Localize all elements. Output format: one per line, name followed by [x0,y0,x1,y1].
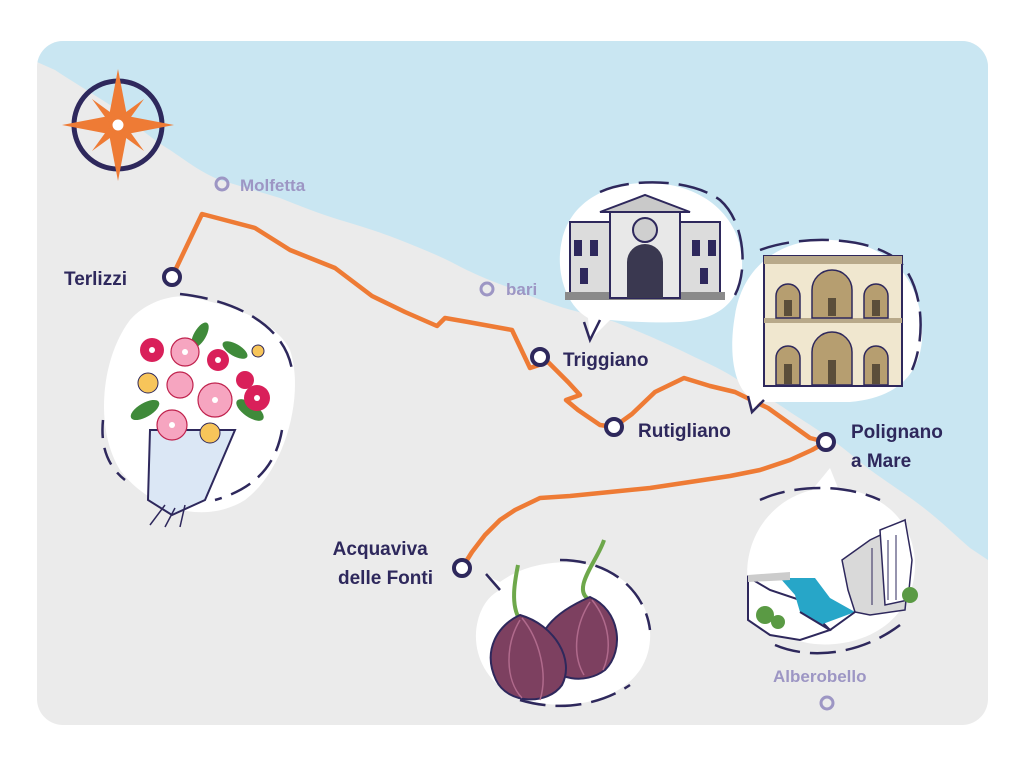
red-onion-icon [475,539,652,708]
flower-bouquet-icon [101,292,295,528]
stop-triggiano[interactable]: Triggiano [530,347,649,371]
stop-acquaviva-delle-fonti[interactable]: Acquaviva delle Fonti [333,539,472,589]
stop-polignano-a-mare[interactable]: Polignano a Mare [816,422,948,472]
place-label: bari [506,280,537,299]
stop-marker [452,558,472,578]
place-bari[interactable]: bari [479,280,537,299]
stop-label: Rutigliano [638,421,731,442]
stop-label-line: Acquaviva [333,539,428,560]
stop-rutigliano[interactable]: Rutigliano [604,417,731,442]
place-marker [214,176,230,192]
place-molfetta[interactable]: Molfetta [214,176,306,195]
stop-marker [816,432,836,452]
stop-label: Acquaviva delle Fonti [333,539,433,589]
coastal-cove-icon [747,468,918,655]
stop-terlizzi[interactable]: Terlizzi [64,267,182,290]
cathedral-icon [559,181,744,344]
compass-rose-icon [62,69,174,181]
stop-label: Polignano a Mare [851,422,948,472]
place-alberobello[interactable]: Alberobello [773,667,867,711]
place-label: Alberobello [773,667,867,686]
palace-facade-icon [732,238,923,415]
route-line [169,211,829,571]
stop-marker [530,347,550,367]
place-label: Molfetta [240,176,306,195]
stop-marker [604,417,624,437]
place-marker [819,695,835,711]
stop-label-line: a Mare [851,451,911,472]
place-marker [479,281,495,297]
stop-label: Terlizzi [64,269,127,290]
stop-label: Triggiano [563,350,649,371]
sea [37,41,988,560]
stop-marker [162,267,182,287]
stop-label-line: delle Fonti [338,568,433,589]
stop-label-line: Polignano [851,422,943,443]
